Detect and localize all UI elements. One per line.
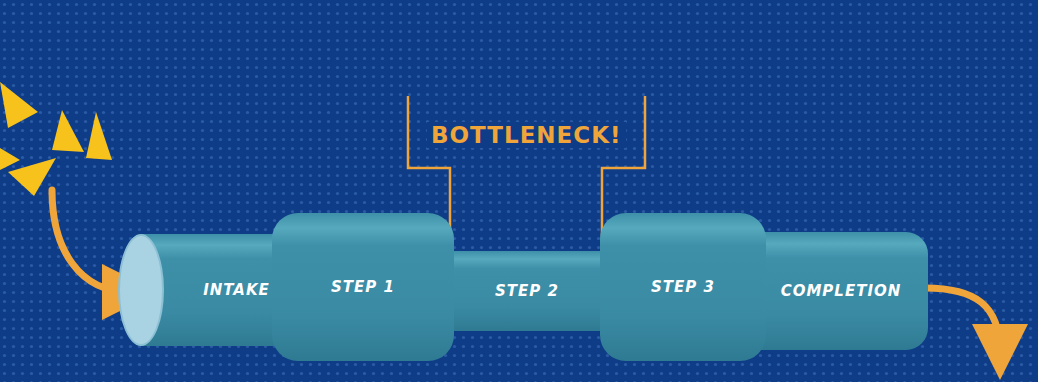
- step-label: STEP 2: [495, 282, 559, 300]
- burst-triangles: [0, 82, 112, 196]
- pipe-segment: STEP 1: [272, 213, 454, 361]
- step-label: STEP 1: [331, 278, 395, 296]
- step-label: STEP 3: [651, 278, 715, 296]
- pipe-segment: STEP 3: [600, 213, 766, 361]
- pipe-segment: COMPLETION: [742, 232, 928, 350]
- step-label: COMPLETION: [781, 282, 902, 300]
- pipe-segment: STEP 2: [440, 251, 614, 331]
- outgoing-arrow: [925, 288, 1000, 352]
- callout-label: BOTTLENECK!: [427, 122, 626, 148]
- pipe-end-cap: [118, 234, 164, 346]
- step-label: INTAKE: [203, 281, 270, 299]
